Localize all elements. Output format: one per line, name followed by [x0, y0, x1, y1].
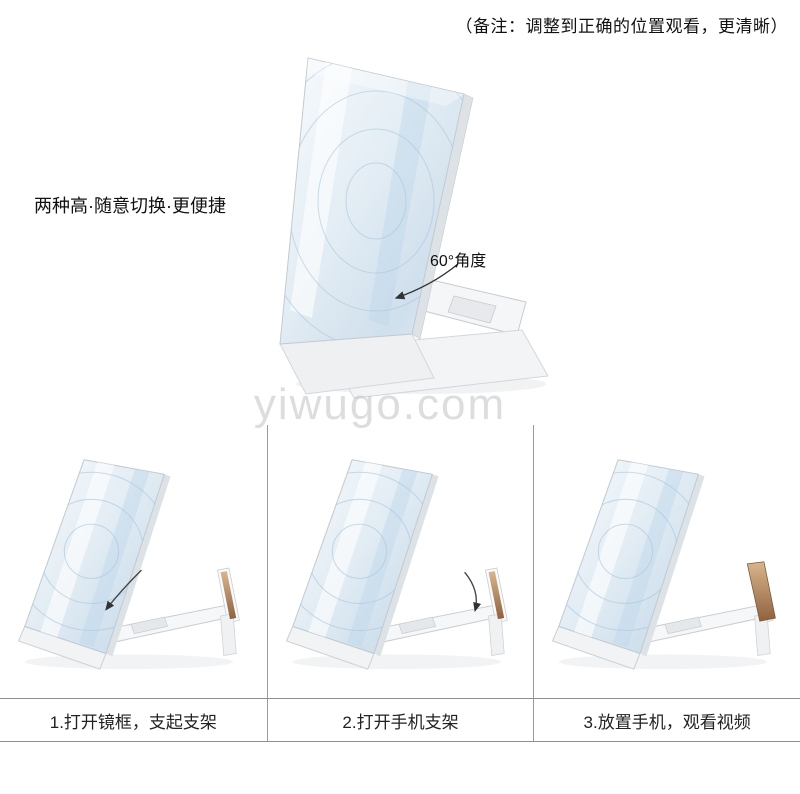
- step-panel-2: [266, 425, 534, 698]
- feature-label: 两种高·随意切换·更便捷: [34, 196, 226, 216]
- step-panel-1: [0, 425, 267, 698]
- angle-annotation-arrow: [394, 263, 459, 300]
- step2-product-photo: [274, 447, 524, 687]
- step2-fold-arrow: [463, 571, 481, 613]
- phone-holder-plate: [488, 571, 504, 620]
- phone-holder-plate: [220, 571, 237, 620]
- step-panel-3: [533, 425, 800, 698]
- step-caption-3: 3.放置手机，观看视频: [533, 699, 800, 741]
- watermark: yiwugo.com: [253, 380, 507, 429]
- steps-section: 1.打开镜框，支起支架 2.打开手机支架 3.放置手机，观看视频: [0, 425, 800, 742]
- main-product-photo: [256, 46, 556, 406]
- step-caption-1: 1.打开镜框，支起支架: [49, 712, 217, 732]
- top-note: （备注：调整到正确的位置观看，更清晰）: [455, 17, 788, 36]
- screen-magnifier-front-view: [256, 46, 556, 406]
- step-caption-2: 2.打开手机支架: [266, 699, 534, 741]
- phone: [747, 561, 777, 622]
- step-panels: [0, 425, 800, 698]
- step1-fold-arrow: [105, 569, 142, 611]
- step-captions-row: 1.打开镜框，支起支架 2.打开手机支架 3.放置手机，观看视频: [0, 698, 800, 742]
- step3-product-photo: [540, 447, 777, 687]
- step1-product-photo: [6, 447, 256, 687]
- angle-label: 60°角度: [430, 253, 487, 270]
